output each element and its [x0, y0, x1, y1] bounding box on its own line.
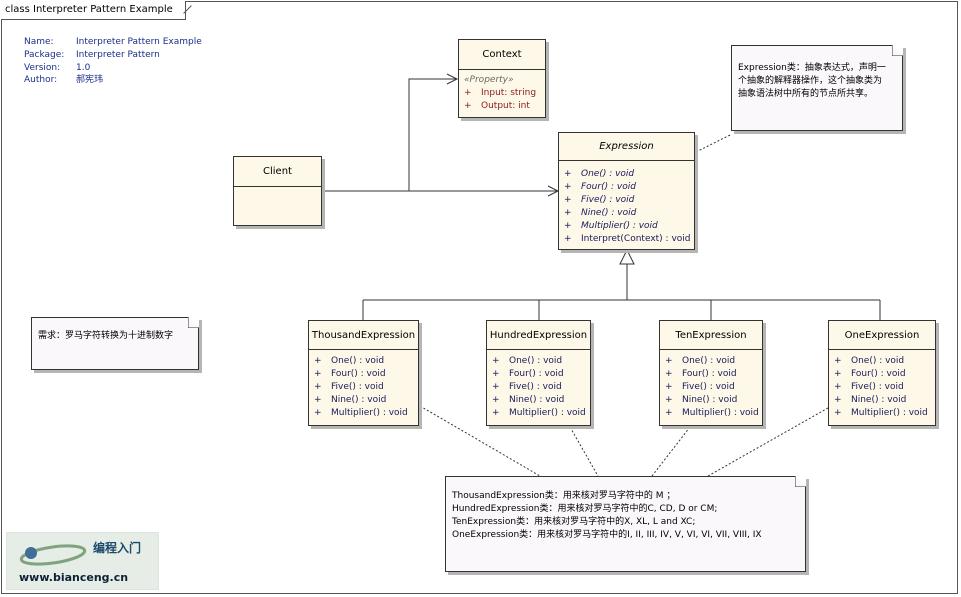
class-expression[interactable]: Expression +One() : void +Four() : void …	[558, 132, 695, 250]
meta-name-row: Name:Interpreter Pattern Example	[24, 37, 202, 47]
hundred-op-multiplier: +Multiplier() : void	[492, 408, 586, 418]
class-tenexpression-name: TenExpression	[660, 321, 762, 350]
expression-op-five: +Five() : void	[564, 195, 635, 205]
context-attr-input: +Input: string	[464, 88, 537, 98]
ten-op-five: +Five() : void	[665, 382, 735, 392]
one-op-one: +One() : void	[834, 356, 905, 366]
class-thousandexpression-name: ThousandExpression	[309, 321, 418, 350]
note-expression[interactable]: Expression类：抽象表达式，声明一 个抽象的解释器操作，这个抽象类为 抽…	[731, 45, 903, 131]
class-hundredexpression-name: HundredExpression	[487, 321, 590, 350]
class-client[interactable]: Client	[233, 156, 322, 226]
generalization-arrow	[362, 248, 881, 320]
class-tenexpression[interactable]: TenExpression +One() : void +Four() : vo…	[659, 320, 763, 426]
ten-op-nine: +Nine() : void	[665, 395, 738, 405]
diagram-metadata: Name:Interpreter Pattern Example Package…	[24, 36, 202, 87]
note-fold-icon	[892, 45, 903, 56]
swoosh-logo-icon	[19, 544, 87, 566]
note-requirement[interactable]: 需求：罗马字符转换为十进制数字	[31, 317, 199, 370]
thousand-op-one: +One() : void	[314, 356, 385, 366]
meta-version-row: Version:1.0	[24, 62, 91, 73]
client-context-association	[322, 78, 456, 192]
context-stereotype: «Property»	[464, 75, 514, 85]
one-op-four: +Four() : void	[834, 369, 906, 379]
class-client-name: Client	[234, 157, 321, 187]
hundred-op-nine: +Nine() : void	[492, 395, 565, 405]
class-expression-name: Expression	[559, 133, 694, 161]
expression-op-one: +One() : void	[564, 169, 635, 179]
thousand-op-nine: +Nine() : void	[314, 395, 387, 405]
one-op-five: +Five() : void	[834, 382, 904, 392]
thousand-op-four: +Four() : void	[314, 369, 386, 379]
note-fold-icon	[188, 317, 199, 328]
ten-op-four: +Four() : void	[665, 369, 737, 379]
ten-op-one: +One() : void	[665, 356, 736, 366]
note-subclasses[interactable]: ThousandExpression类：用来核对罗马字符中的 M ； Hundr…	[445, 476, 806, 572]
expression-op-nine: +Nine() : void	[564, 208, 637, 218]
note-fold-icon	[795, 476, 806, 487]
context-attr-output: +Output: int	[464, 101, 530, 111]
thousand-op-five: +Five() : void	[314, 382, 384, 392]
expression-op-four: +Four() : void	[564, 182, 636, 192]
hundred-op-five: +Five() : void	[492, 382, 562, 392]
class-context[interactable]: Context «Property» +Input: string +Outpu…	[458, 39, 546, 118]
class-oneexpression[interactable]: OneExpression +One() : void +Four() : vo…	[828, 320, 936, 426]
class-hundredexpression[interactable]: HundredExpression +One() : void +Four() …	[486, 320, 591, 426]
meta-package-row: Package:Interpreter Pattern	[24, 49, 160, 60]
logo-title: 编程入门	[93, 541, 142, 555]
diagram-frame-title: class Interpreter Pattern Example	[1, 1, 186, 20]
expression-op-multiplier: +Multiplier() : void	[564, 221, 658, 231]
ten-op-multiplier: +Multiplier() : void	[665, 408, 759, 418]
note-anchors	[419, 134, 836, 477]
hundred-op-one: +One() : void	[492, 356, 563, 366]
one-op-multiplier: +Multiplier() : void	[834, 408, 928, 418]
meta-author-row: Author:郝宪玮	[24, 75, 104, 86]
logo-url: www.bianceng.cn	[19, 571, 129, 584]
hundred-op-four: +Four() : void	[492, 369, 564, 379]
site-logo: 编程入门 www.bianceng.cn	[6, 532, 159, 590]
class-context-name: Context	[459, 40, 545, 70]
class-thousandexpression[interactable]: ThousandExpression +One() : void +Four()…	[308, 320, 419, 426]
expression-op-interpret: +Interpret(Context) : void	[564, 234, 691, 244]
class-oneexpression-name: OneExpression	[829, 321, 935, 350]
one-op-nine: +Nine() : void	[834, 395, 907, 405]
thousand-op-multiplier: +Multiplier() : void	[314, 408, 408, 418]
